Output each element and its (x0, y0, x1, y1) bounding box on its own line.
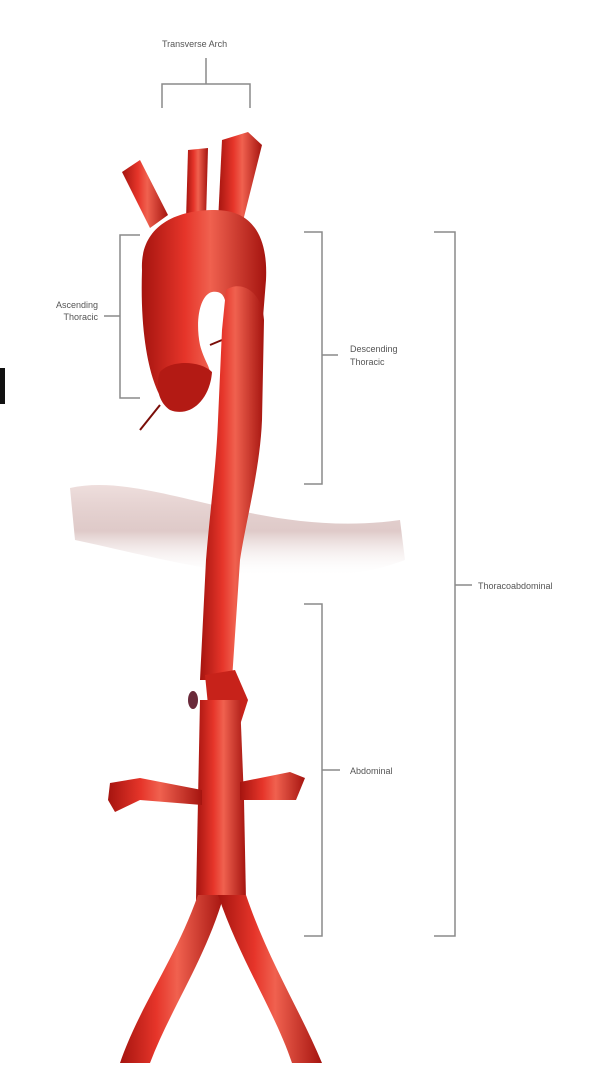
label-ascending-line2: Thoracic (30, 311, 98, 323)
label-descending-line2: Thoracic (350, 356, 385, 368)
label-descending-line1: Descending (350, 343, 398, 355)
left-common-carotid (186, 148, 208, 220)
bracket-aortic-arch (162, 58, 250, 108)
edge-mark (0, 368, 5, 404)
left-common-iliac (120, 895, 224, 1063)
coronary-artery-right (140, 405, 160, 430)
left-renal-artery (108, 778, 202, 812)
label-aortic-arch: Transverse Arch (162, 38, 227, 50)
right-renal-artery (240, 772, 305, 800)
right-common-iliac (218, 895, 322, 1063)
vein-stub (188, 691, 198, 709)
bracket-thoracoabdominal (434, 232, 472, 936)
abdominal-aorta (196, 700, 246, 900)
label-abdominal: Abdominal (350, 765, 393, 777)
bracket-ascending (104, 235, 140, 398)
aortic-root (158, 363, 212, 412)
label-ascending-line1: Ascending (30, 299, 98, 311)
brachiocephalic-trunk (122, 160, 168, 228)
bracket-descending (304, 232, 338, 484)
coronary-artery (210, 340, 222, 345)
descending-aorta (200, 286, 264, 680)
label-thoracoabdominal: Thoracoabdominal (478, 580, 553, 592)
bracket-abdominal (304, 604, 340, 936)
